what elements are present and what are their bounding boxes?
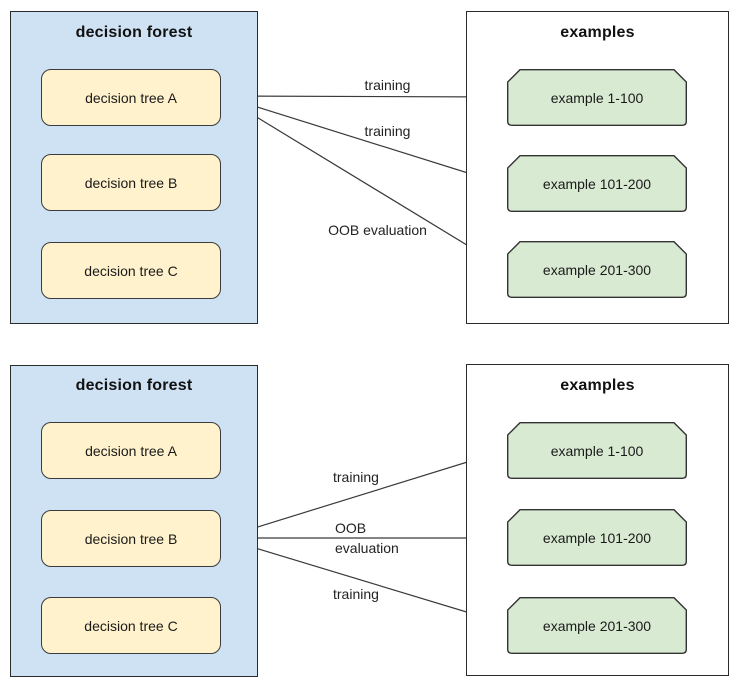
forest-title-bottom: decision forest <box>75 377 193 394</box>
snipped-rect-shape <box>507 597 687 654</box>
arrow-label-training-2-top: training <box>364 123 411 139</box>
example-node-label: example 1-100 <box>550 442 644 459</box>
tree-node-label: decision tree A <box>85 442 177 459</box>
example-node-label: example 1-100 <box>550 89 644 106</box>
tree-node-label: decision tree A <box>85 89 177 106</box>
example-node-1-top: example 1-100 <box>507 69 687 126</box>
forest-title-top: decision forest <box>75 24 193 41</box>
tree-node-label: decision tree B <box>84 174 178 191</box>
snipped-rect-shape <box>507 241 687 298</box>
tree-node-label: decision tree B <box>84 530 178 547</box>
snipped-rect-shape <box>507 155 687 212</box>
tree-node-a-top: decision tree A <box>41 69 221 126</box>
tree-node-b-top: decision tree B <box>41 154 221 211</box>
example-node-2-bottom: example 101-200 <box>507 509 687 566</box>
arrow-label-oob-top: OOB evaluation <box>328 222 427 238</box>
tree-node-c-bottom: decision tree C <box>41 597 221 654</box>
example-node-label: example 201-300 <box>542 261 652 278</box>
snipped-rect-shape <box>507 422 687 479</box>
tree-node-label: decision tree C <box>84 262 178 279</box>
examples-title-bottom: examples <box>560 377 635 394</box>
tree-node-label: decision tree C <box>84 617 178 634</box>
example-node-label: example 101-200 <box>542 175 652 192</box>
snipped-rect-shape <box>507 69 687 126</box>
example-node-1-bottom: example 1-100 <box>507 422 687 479</box>
snipped-rect-shape <box>507 509 687 566</box>
example-node-3-top: example 201-300 <box>507 241 687 298</box>
arrow-label-training-1-bottom: training <box>333 469 379 485</box>
examples-title-top: examples <box>560 24 635 41</box>
tree-node-c-top: decision tree C <box>41 242 221 299</box>
example-node-label: example 101-200 <box>542 529 652 546</box>
example-node-2-top: example 101-200 <box>507 155 687 212</box>
arrow-top-training-2 <box>221 95 504 185</box>
example-node-label: example 201-300 <box>542 617 652 634</box>
arrow-label-oob-bottom: OOB evaluation <box>335 520 399 556</box>
tree-node-b-bottom: decision tree B <box>41 510 221 567</box>
arrow-top-training-1 <box>221 92 504 102</box>
example-node-3-bottom: example 201-300 <box>507 597 687 654</box>
arrow-label-training-2-bottom: training <box>333 586 379 602</box>
tree-node-a-bottom: decision tree A <box>41 422 221 479</box>
arrow-top-oob <box>221 95 504 268</box>
arrow-label-training-1-top: training <box>364 77 411 93</box>
